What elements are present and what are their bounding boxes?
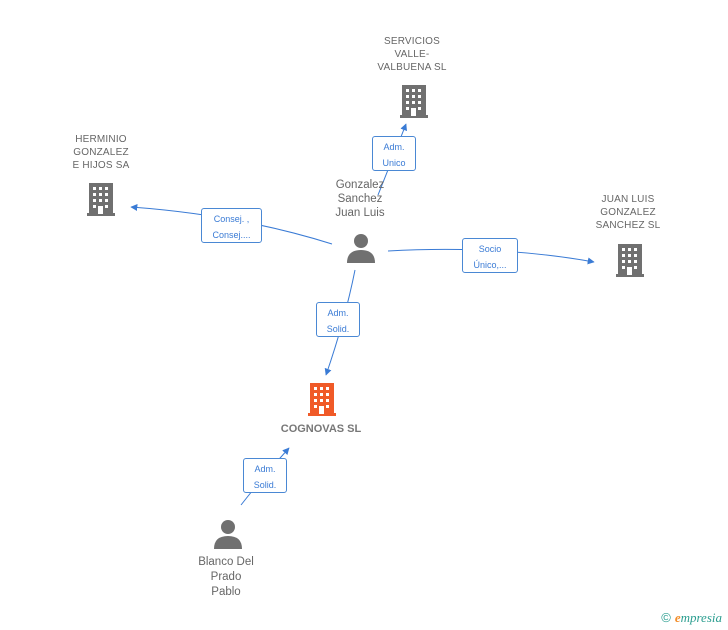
node-label-servicios[interactable]: SERVICIOS VALLE- VALBUENA SL — [377, 36, 447, 73]
brand-name: mpresia — [680, 610, 722, 625]
empresia-logo: ©empresia — [661, 610, 722, 626]
main-building-icon[interactable] — [308, 383, 336, 416]
building-icon[interactable] — [616, 244, 644, 277]
person-icon[interactable] — [214, 520, 242, 549]
node-label-herminio[interactable]: HERMINIO GONZALEZ E HIJOS SA — [72, 134, 130, 171]
person-icon[interactable] — [347, 234, 375, 263]
building-icon[interactable] — [87, 183, 115, 216]
node-label-gonzalez-sanchez[interactable]: Gonzalez Sanchez Juan Luis — [335, 179, 385, 219]
building-icon[interactable] — [400, 85, 428, 118]
edge-label-adm-unico[interactable]: Adm. Unico — [372, 136, 416, 171]
edge-label-socio-unico[interactable]: Socio Único,... — [462, 238, 518, 273]
node-label-juan-luis-sl[interactable]: JUAN LUIS GONZALEZ SANCHEZ SL — [595, 194, 661, 231]
node-label-cognovas[interactable]: COGNOVAS SL — [280, 423, 362, 435]
copyright-icon: © — [661, 610, 671, 625]
edge-label-adm-solid-blanco[interactable]: Adm. Solid. — [243, 458, 287, 493]
edge-label-adm-solid-gonzalez[interactable]: Adm. Solid. — [316, 302, 360, 337]
edge-label-consej[interactable]: Consej. , Consej.... — [201, 208, 262, 243]
brand-initial: e — [674, 610, 681, 625]
node-label-blanco-del-prado[interactable]: Blanco Del Prado Pablo — [198, 556, 254, 598]
